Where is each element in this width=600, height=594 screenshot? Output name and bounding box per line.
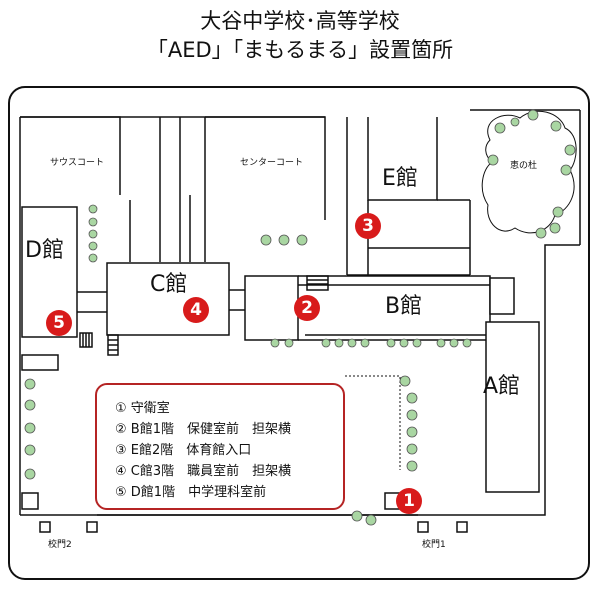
aed-marker-4[interactable]: 4 <box>183 297 209 323</box>
legend-item-5: ⑤ D館1階 中学理科室前 <box>115 485 267 500</box>
legend-item-4: ④ C館3階 職員室前 担架横 <box>115 464 292 479</box>
legend-item-1: ① 守衛室 <box>115 401 170 416</box>
aed-marker-3[interactable]: 3 <box>355 213 381 239</box>
map-frame <box>8 86 590 580</box>
c-building-label: C館 <box>150 272 188 297</box>
gate2-post-left <box>39 521 51 533</box>
legend-box: ① 守衛室 ② B館1階 保健室前 担架横 ③ E館2階 体育館入口 ④ C館3… <box>95 383 345 510</box>
a-building-label: A館 <box>483 374 521 399</box>
south-court-label: サウスコート <box>50 158 105 168</box>
aed-marker-1[interactable]: 1 <box>396 488 422 514</box>
a-building-outline <box>485 321 540 493</box>
center-court <box>205 116 326 220</box>
legend-item-2: ② B館1階 保健室前 担架横 <box>115 422 291 437</box>
d-building-label: D館 <box>25 238 64 263</box>
c-building-outline <box>106 262 230 336</box>
map-title-line1: 大谷中学校･高等学校 <box>200 9 400 33</box>
south-court <box>20 116 121 195</box>
gate1-label: 校門1 <box>422 540 446 550</box>
gate2-post-right <box>86 521 98 533</box>
map-title-line2: 「AED」「まもるまる」設置箇所 <box>146 38 454 62</box>
tree-group <box>24 109 576 526</box>
aed-marker-5[interactable]: 5 <box>46 310 72 336</box>
center-court-label: センターコート <box>240 158 304 168</box>
aed-marker-2[interactable]: 2 <box>294 295 320 321</box>
gate2-label: 校門2 <box>48 540 72 550</box>
legend-item-3: ③ E館2階 体育館入口 <box>115 443 252 458</box>
e-building-label: E館 <box>382 166 418 191</box>
e-building-outline <box>346 117 438 275</box>
forest-label: 恵の杜 <box>510 161 538 171</box>
gate1-post-right <box>456 521 468 533</box>
b-building-label: B館 <box>385 294 423 319</box>
gate1-post-left <box>417 521 429 533</box>
